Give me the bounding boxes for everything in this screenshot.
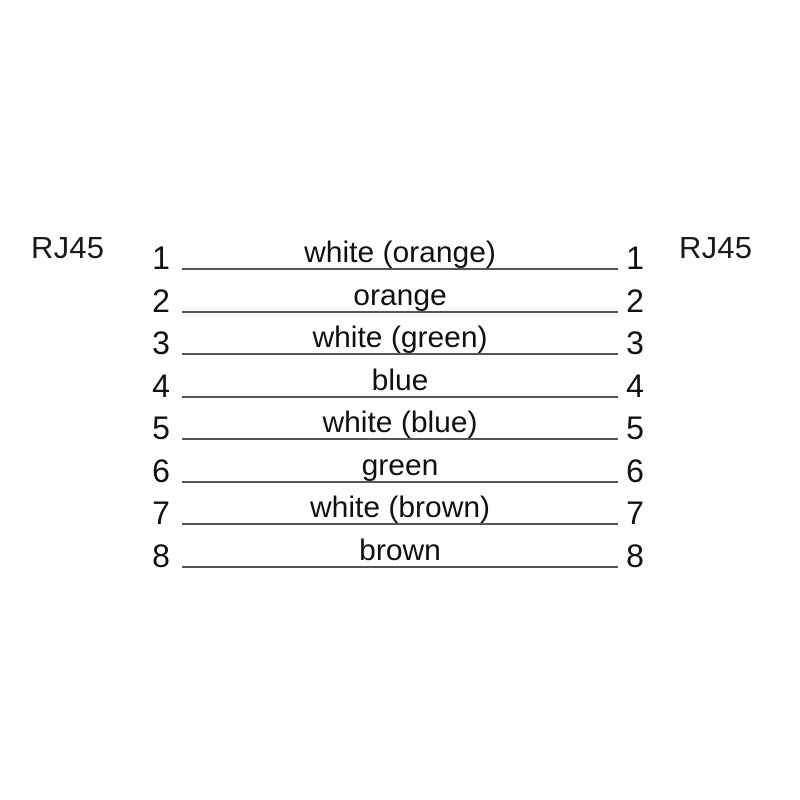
wire-line [182,565,618,568]
right-pin-number: 8 [626,537,644,574]
wire-color-label: white (blue) [322,406,478,439]
right-pin-number: 5 [626,410,644,446]
left-pin-number: 3 [152,325,170,361]
left-pin-number: 2 [152,282,170,319]
right-pin-number: 7 [626,495,644,531]
wire-color-label: blue [371,363,429,397]
wire-line [182,268,618,270]
right-pin-number: 6 [626,452,644,489]
left-pin-number: 8 [152,537,170,574]
wire-color-label: brown [359,533,441,567]
left-pin-number: 4 [152,367,170,404]
right-connector-label: RJ45 [679,230,753,265]
wire-line [182,353,618,355]
left-pin-number: 7 [152,495,170,531]
wire-line [182,395,618,398]
wire-color-label: white (orange) [304,236,496,269]
right-pin-number: 1 [626,240,644,276]
wire-line [182,310,618,313]
left-pin-number: 6 [152,452,170,489]
wire-line [182,438,618,440]
wire-color-label: green [361,448,439,482]
right-pin-number: 3 [626,325,644,361]
left-pin-number: 5 [152,410,170,446]
right-pin-number: 2 [626,282,644,319]
left-connector-label: RJ45 [31,230,105,265]
right-pin-number: 4 [626,367,644,404]
wire-color-label: white (brown) [309,491,491,524]
wire-color-label: white (green) [312,321,488,354]
wire-line [182,523,618,525]
left-pin-number: 1 [152,240,170,276]
wire-line [182,480,618,483]
wire-color-label: orange [353,278,447,312]
